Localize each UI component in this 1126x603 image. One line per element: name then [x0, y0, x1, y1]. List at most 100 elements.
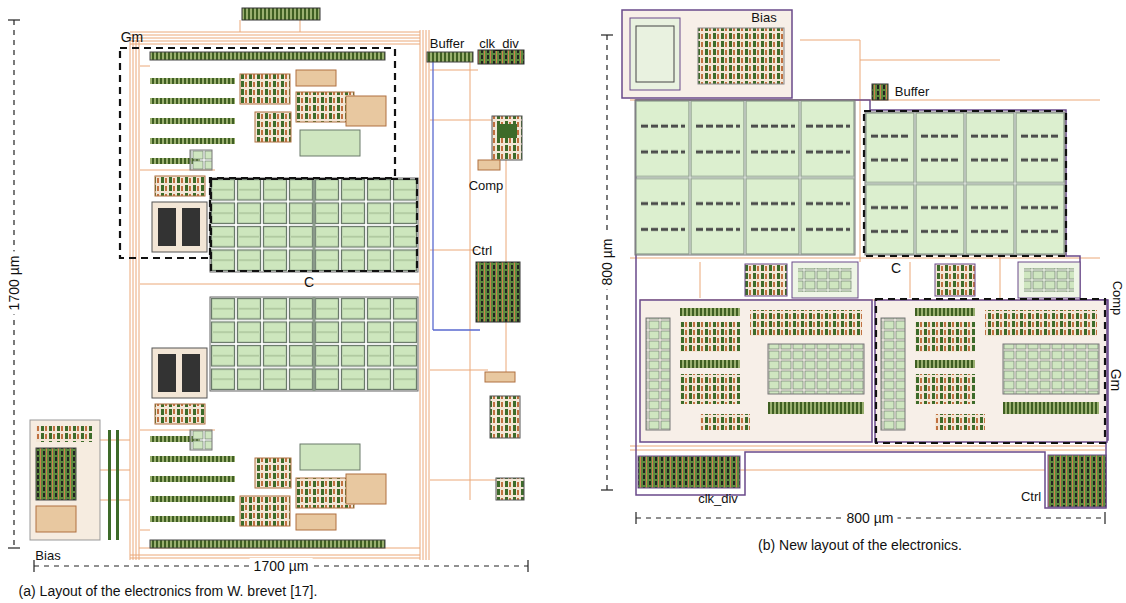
capacitor-array — [865, 112, 1065, 255]
bias-block — [622, 10, 792, 98]
block-label: clk_div — [698, 492, 738, 507]
circuit-block — [1018, 262, 1080, 298]
region-label: C — [304, 274, 314, 290]
transconductor-layout — [155, 176, 205, 196]
circuit-block — [935, 264, 975, 296]
transconductor-layout — [255, 112, 291, 142]
bias-block — [36, 426, 92, 442]
capacitor-array — [210, 178, 418, 272]
transconductor-layout — [680, 308, 740, 316]
transconductor-layout — [750, 310, 862, 336]
circuit-block — [427, 52, 473, 62]
block-label: Buffer — [895, 85, 929, 100]
circuit-block — [476, 262, 520, 322]
capacitor-array — [210, 297, 418, 391]
array-split — [313, 297, 316, 391]
transconductor-layout — [640, 300, 872, 442]
transconductor-layout — [152, 202, 207, 252]
pad-bar — [242, 8, 320, 20]
metal-wire — [130, 32, 420, 44]
dimension-line — [601, 35, 1105, 524]
dashed-outline — [120, 48, 395, 258]
dimension-line — [527, 560, 528, 572]
transconductor-layout — [150, 52, 385, 60]
chip-outline — [636, 100, 1108, 508]
metal-wire — [130, 40, 139, 560]
bias-block — [636, 26, 674, 82]
buffer-block — [872, 84, 888, 100]
transconductor-layout — [182, 208, 200, 246]
block-label: Comp — [1109, 281, 1124, 316]
block-label: Bias — [751, 11, 776, 26]
metal-wire — [433, 60, 480, 330]
transconductor-layout — [296, 92, 354, 122]
transconductor-layout — [640, 300, 872, 442]
dashed-outline — [864, 111, 1066, 256]
bias-block — [108, 430, 111, 540]
bias-block — [36, 448, 76, 500]
metal-wire — [130, 548, 420, 558]
block-label: Bias — [35, 549, 60, 564]
dashed-outline — [863, 110, 1067, 257]
transconductor-layout — [190, 150, 212, 170]
array-split — [313, 178, 316, 272]
metal-wire — [420, 30, 429, 560]
dimension-label: 1700 µm — [6, 252, 22, 315]
transconductor-layout — [680, 322, 740, 352]
bias-block — [116, 430, 119, 540]
bias-block — [622, 10, 792, 98]
dashed-region: C — [863, 110, 1067, 257]
dimension-label: 800 µm — [843, 510, 898, 526]
transconductor-layout — [680, 374, 740, 404]
clock-divider-block — [638, 456, 740, 488]
circuit-block — [478, 50, 524, 64]
transconductor-layout — [150, 118, 235, 124]
dimension-line — [635, 512, 636, 524]
block-label: Buffer — [430, 37, 464, 52]
circuit-block — [478, 160, 500, 170]
bias-block — [630, 18, 680, 90]
subfigure-caption: (a) Layout of the electronics from W. br… — [19, 583, 318, 599]
dimension-label: 800 µm — [599, 235, 615, 290]
subfigure-caption: (b) New layout of the electronics. — [758, 537, 962, 553]
region-label: Gm — [1108, 369, 1124, 392]
dashed-outline — [211, 179, 417, 271]
transconductor-layout — [240, 74, 290, 104]
transconductor-layout — [300, 130, 360, 156]
transconductor-layout — [150, 78, 235, 84]
block-label: Comp — [469, 179, 504, 194]
circuit-block — [745, 264, 787, 296]
circuit-block — [427, 50, 524, 500]
metal-wire — [433, 60, 480, 330]
region-label: Gm — [121, 29, 144, 45]
circuit-block — [497, 124, 517, 138]
dashed-outline — [876, 299, 1105, 443]
dimension-line — [8, 20, 528, 572]
control-block — [1048, 455, 1106, 507]
dimension-line — [1104, 512, 1105, 524]
dashed-region: C — [210, 178, 418, 272]
transconductor-layout — [150, 138, 235, 144]
dashed-outline — [875, 298, 1106, 444]
transconductor-layout — [680, 360, 740, 368]
circuit-block — [745, 262, 1080, 298]
bias-block — [30, 420, 100, 540]
dimension-line — [8, 547, 20, 548]
circuit-block — [490, 396, 520, 438]
metal-wire — [100, 20, 506, 560]
bias-block — [36, 506, 76, 532]
block-label: Ctrl — [1021, 490, 1041, 505]
transconductor-layout — [875, 300, 1107, 442]
circuit-block — [798, 268, 852, 292]
transconductor-layout — [768, 402, 864, 414]
transconductor-layout — [296, 70, 336, 86]
dimension-line — [601, 34, 613, 35]
dimension-line — [33, 560, 34, 572]
capacitor-array — [635, 100, 855, 255]
dimension-label: 1700 µm — [250, 558, 313, 574]
region-label: C — [891, 260, 901, 276]
dashed-outline — [120, 48, 395, 258]
bias-block — [698, 28, 784, 84]
dashed-outline — [210, 178, 418, 272]
